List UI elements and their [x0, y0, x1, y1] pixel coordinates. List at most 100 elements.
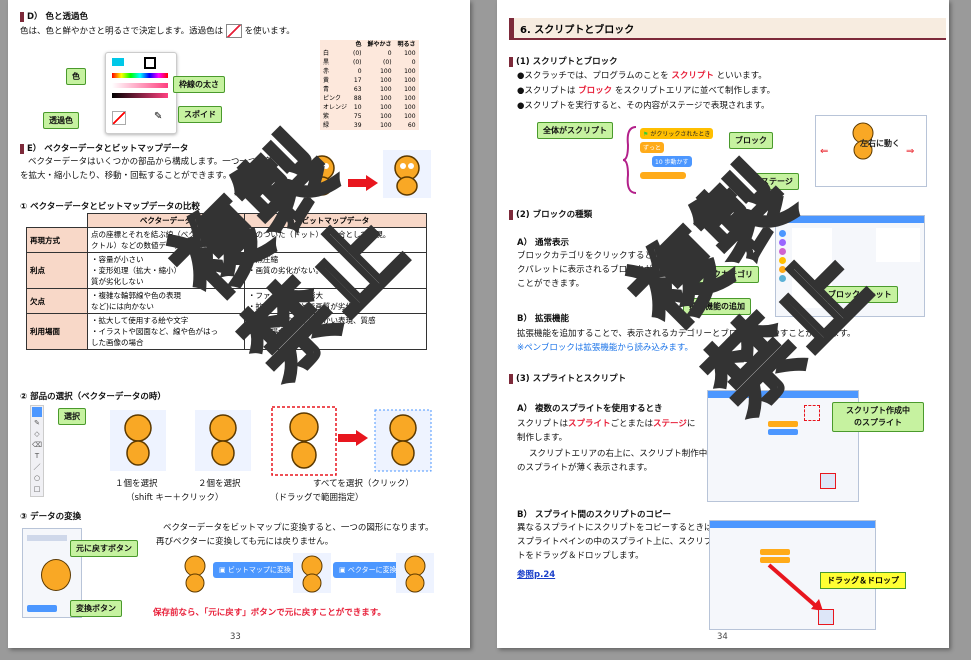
color-picker-panel: ✎ [105, 52, 177, 134]
s3-b-body2: スプライトペインの中のスプライト上に、スクリプ [517, 537, 713, 547]
s3-a-body3: スクリプトエリアの右上に、スクリプト制作中 [529, 449, 708, 459]
s3-a-title: A） 複数のスプライトを使用するとき [517, 404, 663, 414]
arrow-right-icon: ⇒ [906, 146, 915, 157]
callout-block: ブロック [729, 132, 773, 149]
arrow-right-icon [338, 430, 368, 446]
section-d-title: D） 色と透過色 [20, 10, 88, 22]
page-number-33: 33 [230, 632, 241, 642]
cell: ・複雑な輪郭線や色の表現など)には向かない [87, 288, 245, 314]
fill-color-swatch[interactable] [112, 58, 124, 66]
callout-transparent: 透過色 [43, 112, 79, 129]
to-bitmap-button[interactable]: ▣ ビットマップに変換 [213, 562, 297, 578]
transparent-swatch-icon [225, 24, 242, 38]
hue-slider[interactable] [112, 73, 168, 78]
section-e-body2: を拡大・縮小したり、移動・回転することができます。 [20, 171, 232, 181]
convert-body1: ベクターデータをビットマップに変換すると、一つの図形になります。 [163, 523, 434, 533]
callout-drag-drop: ドラッグ＆ドロップ [820, 572, 906, 589]
color-table-cell: 100 [404, 95, 416, 102]
color-table-cell: 63 [353, 86, 362, 93]
color-table-cell: 17 [353, 77, 362, 84]
paint-toolbar: ✎◇⌫T／○□ [30, 405, 44, 497]
color-table-cell: 100 [380, 68, 392, 75]
color-table-cell: 青 [323, 86, 330, 93]
row-key: 欠点 [26, 288, 88, 314]
when-flag-clicked-block[interactable]: ⚑ がクリックされたとき [640, 128, 714, 139]
forever-block-end [640, 172, 686, 179]
s1-bullet2: ●スクリプトは ブロック をスクリプトエリアに並べて制作します。 [517, 86, 776, 96]
s3-b-body1: 異なるスプライトにスクリプトをコピーするときは、 [517, 523, 722, 533]
category-list[interactable] [779, 228, 789, 308]
convert-body2: 再びベクターに変換しても元には戻りません。 [156, 537, 334, 547]
stage-mini [876, 228, 920, 262]
arrow-left-icon: ⇐ [820, 146, 829, 157]
cat-select-two [195, 410, 251, 471]
s3-a-body4: のスプライトが薄く表示されます。 [517, 463, 653, 473]
color-table-header: 明るさ [397, 41, 416, 48]
forever-block[interactable]: ずっと [640, 142, 665, 153]
color-table-cell: 100 [404, 104, 416, 111]
target-sprite-thumb[interactable] [818, 609, 834, 625]
color-table-cell: ピンク [323, 95, 342, 102]
convert-button[interactable] [27, 605, 57, 612]
page-33: D） 色と透過色 色は、色と鮮やかさと明るさで決定します。透過色は を使います。… [8, 0, 470, 648]
cell: ・拡大して使用する絵や文字・イラストや図面など、線や色がはっした画像の場合 [87, 313, 245, 350]
callout-add-extension: 拡張機能の追加 [683, 298, 751, 315]
cat-bitmap-image [383, 150, 431, 198]
color-table-cell: 100 [380, 113, 392, 120]
sprite-thumb[interactable] [820, 473, 836, 489]
section-d-body: 色は、色と鮮やかさと明るさで決定します。透過色は を使います。 [20, 24, 295, 39]
s2-b-note: ※ペンブロックは拡張機能から読み込みます。 [517, 343, 694, 353]
color-table-cell: 緑 [323, 122, 330, 129]
eyedropper-icon[interactable]: ✎ [154, 111, 163, 122]
color-table-cell: 黄 [323, 77, 330, 84]
color-table-cell: 75 [353, 113, 362, 120]
cell: ・ファイル容量が膨大・拡大・縮小などで画質が劣化 [244, 288, 427, 314]
convert-warning: 保存前なら、「元に戻す」ボタンで元に戻すことができます。 [153, 608, 386, 618]
callout-select: 選択 [58, 408, 86, 425]
s2-title: (2) ブロックの種類 [509, 208, 592, 220]
current-sprite-indicator [804, 405, 820, 421]
row-key: 利用場面 [26, 313, 88, 350]
s2-a-body2: クパレットに表示されるブロックが変わ [517, 265, 670, 275]
chapter-header: 6. スクリプトとブロック [509, 18, 946, 40]
to-vector-button[interactable]: ▣ ベクターに変換 [333, 562, 403, 578]
col-vector: ベクターデータ [87, 213, 245, 228]
color-table-cell: 100 [404, 113, 416, 120]
callout-stage: ステージ [755, 173, 799, 190]
s3-a-body1: スクリプトはスプライトごとまたはステージに [517, 419, 696, 429]
color-table-cell: 100 [380, 95, 392, 102]
move-steps-block[interactable]: 10 歩動かす [652, 156, 692, 167]
transparent-button[interactable] [112, 111, 126, 125]
ref-link[interactable]: 参照p.24 [517, 570, 556, 580]
cat-bitmap-result [293, 553, 331, 593]
callout-color: 色 [66, 68, 86, 85]
color-table-cell: 100 [380, 86, 392, 93]
color-table-header [320, 40, 350, 49]
cell: ・無圧縮・画質の劣化がない。 [244, 252, 427, 289]
cat-thumb [41, 559, 71, 591]
s2-b-title: B） 拡張機能 [517, 314, 569, 324]
callout-block-category: ブロックカテゴリ [683, 266, 759, 283]
paint-tools-icon[interactable]: ✎◇⌫T／○□ [32, 419, 42, 493]
row-key: 再現方式 [26, 227, 88, 253]
page-34: 6. スクリプトとブロック (1) スクリプトとブロック ●スクラッチでは、プロ… [497, 0, 949, 648]
color-table-cell: 赤 [323, 68, 330, 75]
callout-block-palette: ブロックパレット [822, 286, 898, 303]
outline-swatch[interactable] [144, 57, 156, 69]
select-tool-icon[interactable] [32, 407, 42, 417]
callout-current-sprite: スクリプト作成中のスプライト [832, 402, 924, 432]
color-table-cell: 黒 [323, 59, 330, 66]
color-table-cell: (0) [353, 59, 362, 66]
callout-whole-script: 全体がスクリプト [537, 122, 613, 139]
s2-b-body: 拡張機能を追加することで、表示されるカテゴリーとブロックが増やすことができます。 [517, 329, 856, 339]
brightness-slider[interactable] [112, 93, 168, 98]
saturation-slider[interactable] [112, 83, 168, 88]
color-table-cell: 100 [404, 77, 416, 84]
